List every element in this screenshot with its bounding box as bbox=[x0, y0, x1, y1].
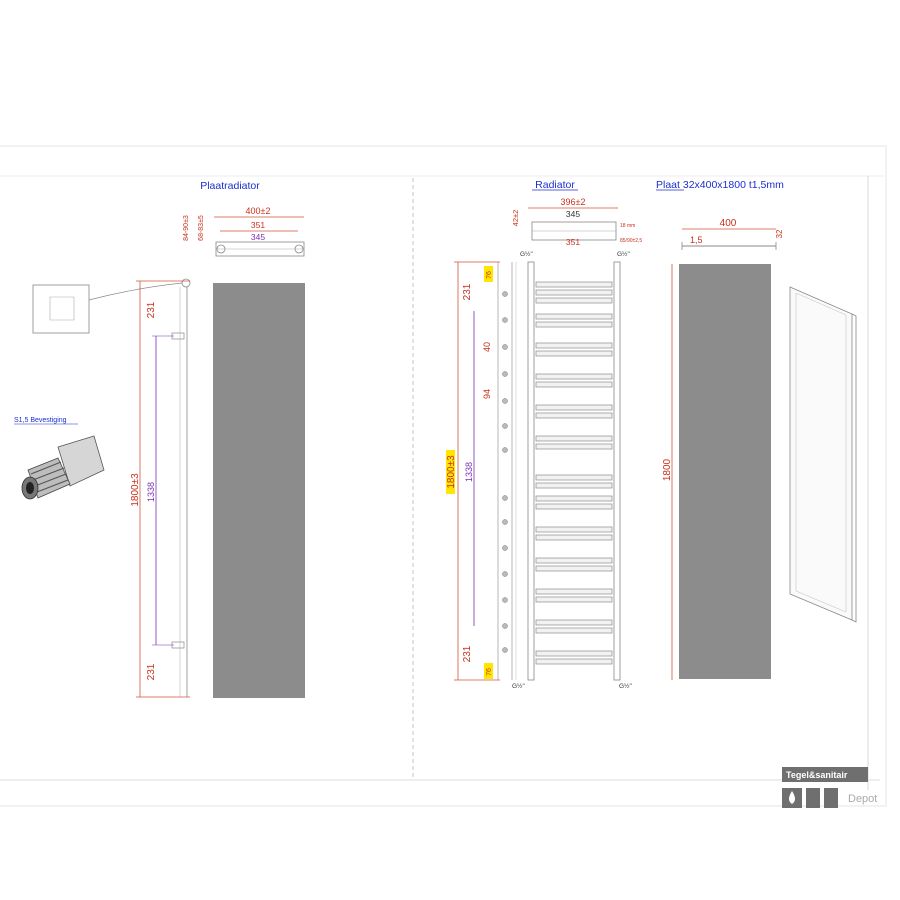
dim-height-top: 231 bbox=[146, 301, 157, 318]
plaat-panel-right bbox=[679, 264, 771, 679]
dim-side-b: 68-83±5 bbox=[198, 215, 205, 241]
mount-dot bbox=[502, 623, 508, 629]
dim-width-345: 345 bbox=[251, 232, 265, 242]
dim-width-total: 400±2 bbox=[246, 206, 271, 216]
middle-top-view: 396±2 345 351 42±2 18 mm 85/90±2,5 G½" G… bbox=[511, 197, 642, 258]
leader-line bbox=[88, 282, 183, 301]
radiator-rung bbox=[535, 313, 613, 320]
dim-width-345-mid: 345 bbox=[566, 209, 580, 219]
dim-height-1800: 1800 bbox=[662, 458, 673, 481]
label-bevestiging: S1,5 Bevestiging bbox=[14, 417, 67, 424]
radiator-rung bbox=[535, 435, 613, 442]
mount-dot bbox=[502, 545, 508, 551]
dim-height-total: 1800±3 bbox=[130, 473, 141, 507]
dim-40: 40 bbox=[482, 342, 492, 352]
mount-dot bbox=[502, 519, 508, 525]
radiator-rung bbox=[535, 297, 613, 304]
dim-94: 94 bbox=[482, 389, 492, 399]
radiator-rung bbox=[535, 619, 613, 626]
mount-dot bbox=[502, 423, 508, 429]
radiator-rung bbox=[535, 503, 613, 510]
radiator-rung bbox=[535, 565, 613, 572]
radiator-rung bbox=[535, 321, 613, 328]
note-top: 18 mm bbox=[620, 223, 635, 229]
radiator-rung bbox=[535, 534, 613, 541]
pipe-label-left: G½" bbox=[520, 250, 533, 258]
mount-dot bbox=[502, 647, 508, 653]
radiator-rung bbox=[535, 588, 613, 595]
radiator-rung bbox=[535, 404, 613, 411]
drawing-frame bbox=[0, 145, 887, 807]
radiator-rung bbox=[535, 412, 613, 419]
radiator-rung bbox=[535, 627, 613, 634]
dim-depth: 42±2 bbox=[511, 210, 520, 227]
pipe-label-bottom-left: G½" bbox=[512, 682, 525, 690]
dim-height-bottom: 231 bbox=[146, 663, 157, 680]
radiator-rung bbox=[535, 443, 613, 450]
title-plaatradiator: Plaatradiator bbox=[200, 180, 260, 192]
mount-dot bbox=[502, 317, 508, 323]
radiator-rung bbox=[535, 350, 613, 357]
dim-width-351: 351 bbox=[251, 220, 265, 230]
title-plaat-spec: Plaat 32x400x1800 t1,5mm bbox=[656, 179, 784, 191]
dim-76-bottom: 76 bbox=[486, 668, 493, 676]
note-bottom: 85/90±2,5 bbox=[620, 238, 642, 244]
radiator-rung bbox=[535, 526, 613, 533]
fitting-illustration bbox=[21, 435, 105, 500]
dim-thickness: 1,5 bbox=[690, 235, 703, 245]
dim-depth-32: 32 bbox=[775, 229, 784, 238]
mount-dot bbox=[502, 597, 508, 603]
dim-1338-mid: 1338 bbox=[464, 462, 474, 482]
plaat-panel-front bbox=[213, 283, 305, 698]
plaat-isometric bbox=[789, 286, 857, 623]
radiator-rung bbox=[535, 373, 613, 380]
dim-width-396: 396±2 bbox=[561, 197, 586, 207]
left-side-elevation bbox=[136, 280, 190, 698]
radiator-rung bbox=[535, 381, 613, 388]
title-radiator: Radiator bbox=[535, 179, 575, 191]
middle-side-elevation bbox=[446, 261, 517, 681]
detail-profile bbox=[49, 296, 75, 321]
dim-76-top: 76 bbox=[486, 271, 493, 279]
mount-dot bbox=[502, 371, 508, 377]
dim-1800-mid: 1800±3 bbox=[446, 455, 457, 489]
detail-box bbox=[32, 284, 90, 334]
brand-logo: Tegel&sanitair Depot bbox=[782, 767, 877, 808]
radiator-rung bbox=[535, 281, 613, 288]
radiator-rung bbox=[535, 596, 613, 603]
radiator-rung bbox=[535, 658, 613, 665]
dim-height-mid: 1338 bbox=[146, 482, 156, 502]
mount-dot bbox=[502, 398, 508, 404]
radiator-rung bbox=[535, 495, 613, 502]
dim-231-bottom: 231 bbox=[462, 645, 473, 662]
mount-dot bbox=[502, 344, 508, 350]
radiator-rung bbox=[535, 557, 613, 564]
dim-width-400: 400 bbox=[720, 218, 737, 229]
radiator-rung bbox=[535, 474, 613, 481]
brand-name: Tegel&sanitair bbox=[786, 770, 848, 780]
brand-depot: Depot bbox=[848, 793, 877, 805]
left-top-view: 400±2 351 345 84-90±3 68-83±5 bbox=[183, 206, 305, 257]
mount-dot bbox=[502, 291, 508, 297]
dim-side-a: 84-90±3 bbox=[183, 215, 190, 241]
mount-dot bbox=[502, 447, 508, 453]
radiator-rung bbox=[535, 289, 613, 296]
dim-width-351-mid: 351 bbox=[566, 237, 580, 247]
pipe-circle bbox=[294, 244, 304, 254]
pipe-label-bottom-right: G½" bbox=[619, 682, 632, 690]
radiator-rung bbox=[535, 650, 613, 657]
radiator-rung bbox=[535, 342, 613, 349]
dim-231-top: 231 bbox=[462, 283, 473, 300]
detail-marker bbox=[181, 278, 191, 288]
ladder-radiator bbox=[527, 261, 621, 681]
pipe-label-right: G½" bbox=[617, 250, 630, 258]
mount-dot bbox=[502, 571, 508, 577]
right-top-view: 400 1,5 32 bbox=[681, 218, 784, 250]
radiator-rung bbox=[535, 482, 613, 489]
mount-dot bbox=[502, 495, 508, 501]
pipe-circle bbox=[216, 244, 226, 254]
